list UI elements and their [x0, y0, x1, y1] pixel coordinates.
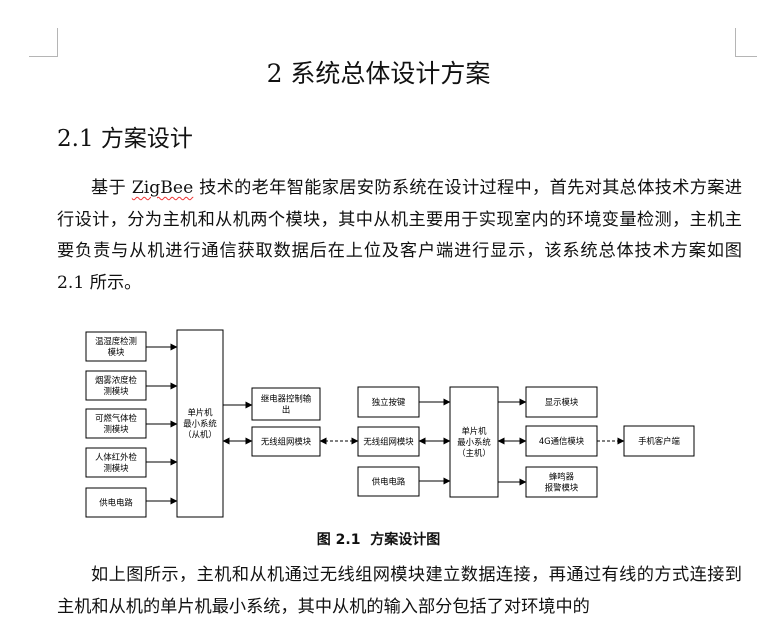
section-heading: 2.1 方案设计: [57, 126, 193, 152]
box-human-infrared-label: 人体红外检: [95, 452, 137, 462]
box-display: 显示模块: [525, 386, 598, 418]
box-host-wireless-label: 无线组网模块: [363, 437, 414, 447]
box-host-mcu-label: （主机）: [457, 448, 491, 458]
box-slave-mcu-label: 最小系统: [183, 419, 217, 429]
box-4g-comm-label: 4G通信模块: [539, 436, 585, 446]
box-slave-wireless: 无线组网模块: [251, 426, 321, 457]
box-smoke-concentration-label: 测模块: [103, 386, 129, 396]
paragraph-1-lead: 基于: [91, 178, 132, 198]
box-slave-wireless-label: 无线组网模块: [261, 437, 312, 447]
system-block-diagram: 温湿度检测模块烟雾浓度检测模块可燃气体检测模块人体红外检测模块供电电路单片机最小…: [85, 329, 695, 518]
box-host-button-label: 独立按键: [372, 397, 406, 407]
body-paragraph-2: 如上图所示，主机和从机通过无线组网模块建立数据连接，再通过有线的方式连接到主机和…: [57, 565, 742, 617]
box-phone-client: 手机客户端: [623, 425, 695, 457]
box-host-power: 供电电路: [357, 466, 420, 497]
box-slave-mcu: 单片机最小系统（从机）: [176, 329, 224, 518]
figure-caption: 图 2.1 方案设计图: [316, 532, 441, 548]
box-human-infrared-label: 测模块: [103, 463, 129, 473]
box-smoke-concentration-label: 烟雾浓度检: [95, 375, 137, 385]
box-slave-mcu-label: 单片机: [187, 408, 213, 418]
box-slave-mcu-label: （从机）: [183, 430, 217, 440]
box-host-mcu-label: 最小系统: [457, 437, 491, 447]
box-host-button: 独立按键: [357, 386, 420, 418]
box-host-power-label: 供电电路: [372, 477, 406, 487]
box-combustible-gas-label: 测模块: [103, 424, 129, 434]
paragraph-1-rest: 技术的老年智能家居安防系统在设计过程中，首先对其总体技术方案进行设计，分为主机和…: [57, 178, 743, 293]
zigbee-term: ZigBee: [131, 178, 194, 198]
box-relay-output-label: 继电器控制输: [261, 394, 312, 404]
box-phone-client-label: 手机客户端: [638, 436, 680, 446]
chapter-title: 2 系统总体设计方案: [266, 59, 491, 88]
box-slave-power-label: 供电电路: [99, 498, 133, 508]
box-combustible-gas-label: 可燃气体检: [95, 413, 137, 423]
page-corner-mark-top-left: [29, 28, 58, 57]
box-temp-humidity-label: 温湿度检测: [95, 336, 137, 346]
box-relay-output-label: 出: [282, 405, 290, 415]
box-slave-power: 供电电路: [85, 487, 147, 518]
box-temp-humidity-label: 模块: [108, 347, 125, 357]
page-corner-mark-top-right: [735, 28, 757, 57]
box-4g-comm: 4G通信模块: [525, 425, 598, 457]
box-host-wireless: 无线组网模块: [357, 426, 420, 457]
box-buzzer-alarm-label: 报警模块: [545, 483, 579, 493]
body-paragraph-1: 基于 ZigBee 技术的老年智能家居安防系统在设计过程中，首先对其总体技术方案…: [57, 173, 742, 299]
box-host-mcu: 单片机最小系统（主机）: [449, 386, 499, 498]
box-buzzer-alarm-label: 蜂鸣器: [549, 472, 575, 482]
box-host-mcu-label: 单片机: [461, 426, 487, 436]
box-display-label: 显示模块: [545, 397, 579, 407]
